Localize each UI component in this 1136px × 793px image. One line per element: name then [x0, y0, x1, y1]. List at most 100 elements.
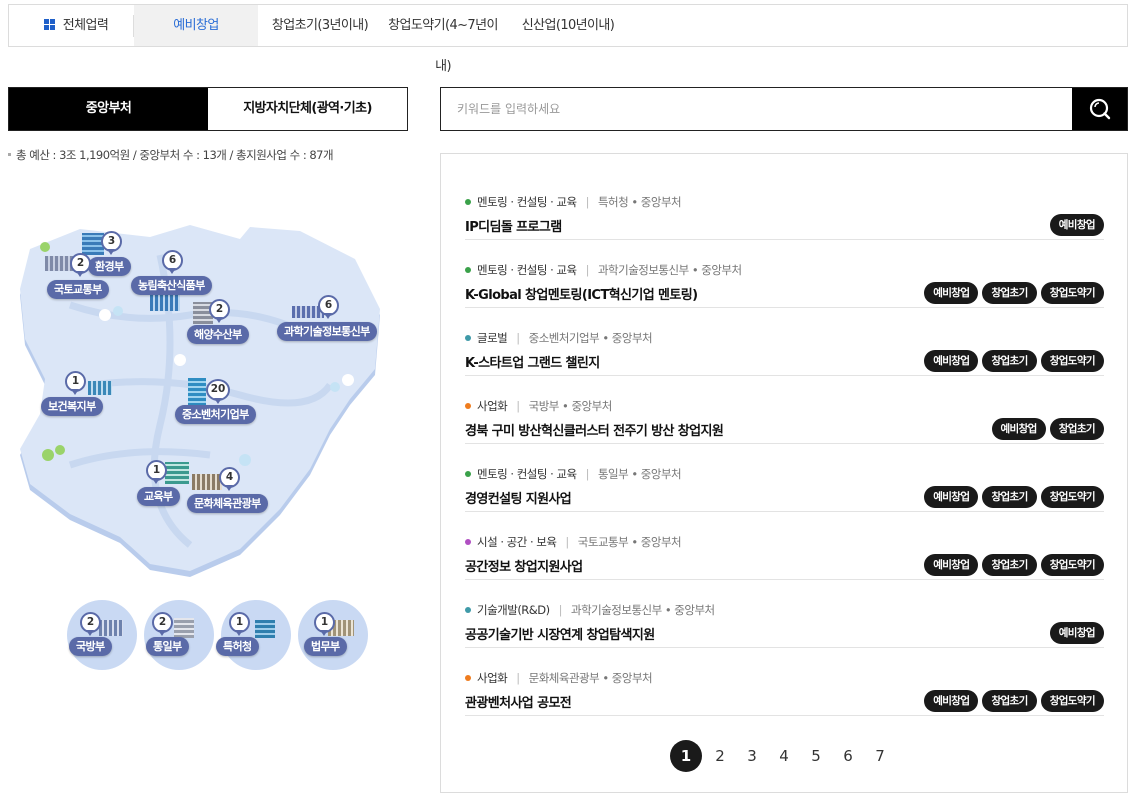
item-org: 중소벤처기업부 • 중앙부처 — [528, 331, 653, 345]
count-pin: 1 — [314, 612, 335, 637]
building-icon — [174, 618, 194, 638]
ministry-defense[interactable]: 국방부 — [69, 637, 112, 656]
tab-new-industry[interactable]: 신산업(10년이내) — [521, 18, 615, 33]
count-pin: 2 — [80, 612, 101, 637]
building-icon — [255, 620, 275, 638]
count-pin: 6 — [162, 250, 183, 275]
item-category: 기술개발(R&D) — [477, 603, 550, 617]
stage-tag: 창업초기 — [982, 690, 1037, 712]
stage-tag: 예비창업 — [924, 350, 979, 372]
ministry-patent[interactable]: 특허청 — [216, 637, 259, 656]
item-category: 시설 · 공간 · 보육 — [477, 535, 557, 549]
item-category: 멘토링 · 컨설팅 · 교육 — [477, 467, 577, 481]
stage-tag: 창업초기 — [1049, 418, 1104, 440]
ministry-land[interactable]: 국토교통부 — [47, 280, 109, 299]
item-title: 공간정보 창업지원사업 — [465, 560, 583, 575]
stage-tags: 예비창업 — [1049, 214, 1104, 236]
ministry-circle-unification[interactable]: 2 통일부 — [144, 600, 214, 670]
page-1[interactable]: 1 — [670, 740, 702, 772]
budget-summary: 총 예산 : 3조 1,190억원 / 중앙부처 수 : 13개 / 총지원사업… — [8, 147, 334, 163]
category-dot — [465, 335, 471, 341]
list-item[interactable]: 시설 · 공간 · 보육|국토교통부 • 중앙부처 공간정보 창업지원사업 예비… — [465, 512, 1104, 580]
stage-tag: 예비창업 — [1049, 622, 1104, 644]
ministry-health[interactable]: 보건복지부 — [41, 397, 103, 416]
count-pin: 2 — [152, 612, 173, 637]
building-icon — [193, 302, 213, 324]
item-title: 경영컨설팅 지원사업 — [465, 492, 572, 507]
ministry-oceans[interactable]: 해양수산부 — [187, 325, 249, 344]
page-3[interactable]: 3 — [747, 747, 757, 765]
ministry-culture[interactable]: 문화체육관광부 — [187, 494, 268, 513]
item-title: IP디딤돌 프로그램 — [465, 220, 562, 235]
stage-tag: 예비창업 — [924, 690, 979, 712]
tab-early-startup[interactable]: 창업초기(3년이내) — [271, 18, 369, 33]
item-org: 통일부 • 중앙부처 — [597, 467, 682, 481]
count-pin: 20 — [206, 379, 230, 404]
stage-tag: 창업도약기 — [1040, 486, 1104, 508]
ministry-env[interactable]: 환경부 — [88, 257, 131, 276]
count-pin: 1 — [65, 371, 86, 396]
ministry-agriculture[interactable]: 농림축산식품부 — [131, 276, 212, 295]
item-title: 공공기술기반 시장연계 창업탐색지원 — [465, 628, 655, 643]
ministry-education[interactable]: 교육부 — [137, 487, 180, 506]
stage-tag: 예비창업 — [924, 554, 979, 576]
building-icon — [150, 293, 180, 311]
category-dot — [465, 403, 471, 409]
tab-local-government[interactable]: 지방자치단체(광역·기초) — [208, 88, 407, 130]
stage-tag: 창업도약기 — [1040, 690, 1104, 712]
item-title: K-스타트업 그랜드 챌린지 — [465, 356, 600, 371]
ministry-science-ict[interactable]: 과학기술정보통신부 — [277, 322, 377, 341]
page-4[interactable]: 4 — [779, 747, 789, 765]
tab-central-ministry[interactable]: 중앙부처 — [9, 88, 208, 130]
building-icon — [165, 462, 189, 484]
stage-filter-nav: 전체업력 예비창업 창업초기(3년이내) 창업도약기(4~7년이내) 신산업(1… — [8, 4, 1128, 74]
item-org: 국토교통부 • 중앙부처 — [577, 535, 682, 549]
tab-all[interactable]: 전체업력 — [23, 5, 129, 46]
ministry-circle-justice[interactable]: 1 법무부 — [298, 600, 368, 670]
item-title: 경북 구미 방산혁신클러스터 전주기 방산 창업지원 — [465, 424, 724, 439]
stage-tag: 창업초기 — [982, 486, 1037, 508]
page-7[interactable]: 7 — [875, 747, 885, 765]
item-org: 과학기술정보통신부 • 중앙부처 — [597, 263, 742, 277]
item-org: 국방부 • 중앙부처 — [528, 399, 613, 413]
category-dot — [465, 607, 471, 613]
search-icon — [1089, 98, 1111, 120]
item-category: 사업화 — [477, 399, 508, 413]
list-item[interactable]: 사업화|국방부 • 중앙부처 경북 구미 방산혁신클러스터 전주기 방산 창업지… — [465, 376, 1104, 444]
item-category: 멘토링 · 컨설팅 · 교육 — [477, 263, 577, 277]
category-dot — [465, 199, 471, 205]
category-dot — [465, 471, 471, 477]
page-6[interactable]: 6 — [843, 747, 853, 765]
ministry-sme[interactable]: 중소벤처기업부 — [175, 405, 256, 424]
stage-tag: 창업도약기 — [1040, 350, 1104, 372]
count-pin: 4 — [219, 467, 240, 492]
building-icon — [45, 256, 73, 271]
search-button[interactable] — [1072, 88, 1127, 130]
list-item[interactable]: 멘토링 · 컨설팅 · 교육|특허청 • 중앙부처 IP디딤돌 프로그램 예비창… — [465, 172, 1104, 240]
item-category: 사업화 — [477, 671, 508, 685]
list-item[interactable]: 기술개발(R&D)|과학기술정보통신부 • 중앙부처 공공기술기반 시장연계 창… — [465, 580, 1104, 648]
list-item[interactable]: 멘토링 · 컨설팅 · 교육|통일부 • 중앙부처 경영컨설팅 지원사업 예비창… — [465, 444, 1104, 512]
search-input[interactable] — [441, 88, 1073, 130]
list-item[interactable]: 멘토링 · 컨설팅 · 교육|과학기술정보통신부 • 중앙부처 K-Global… — [465, 240, 1104, 308]
tab-pre-startup[interactable]: 예비창업 — [134, 5, 258, 46]
stage-tag: 창업초기 — [982, 282, 1037, 304]
stage-tag: 예비창업 — [924, 486, 979, 508]
ministry-circle-patent[interactable]: 1 특허청 — [216, 600, 291, 670]
grid-icon — [43, 19, 55, 30]
org-type-tabs: 중앙부처 지방자치단체(광역·기초) — [8, 87, 408, 131]
tab-growth-startup[interactable]: 창업도약기(4~7년이내) — [388, 18, 498, 74]
ministry-justice[interactable]: 법무부 — [304, 637, 347, 656]
ministry-unification[interactable]: 통일부 — [146, 637, 189, 656]
building-icon — [82, 233, 104, 255]
search-bar — [440, 87, 1128, 131]
page-2[interactable]: 2 — [715, 747, 725, 765]
page-5[interactable]: 5 — [811, 747, 821, 765]
ministry-circle-defense[interactable]: 2 국방부 — [67, 600, 137, 670]
stage-tag: 예비창업 — [1049, 214, 1104, 236]
count-pin: 2 — [209, 299, 230, 324]
count-pin: 6 — [318, 295, 339, 320]
